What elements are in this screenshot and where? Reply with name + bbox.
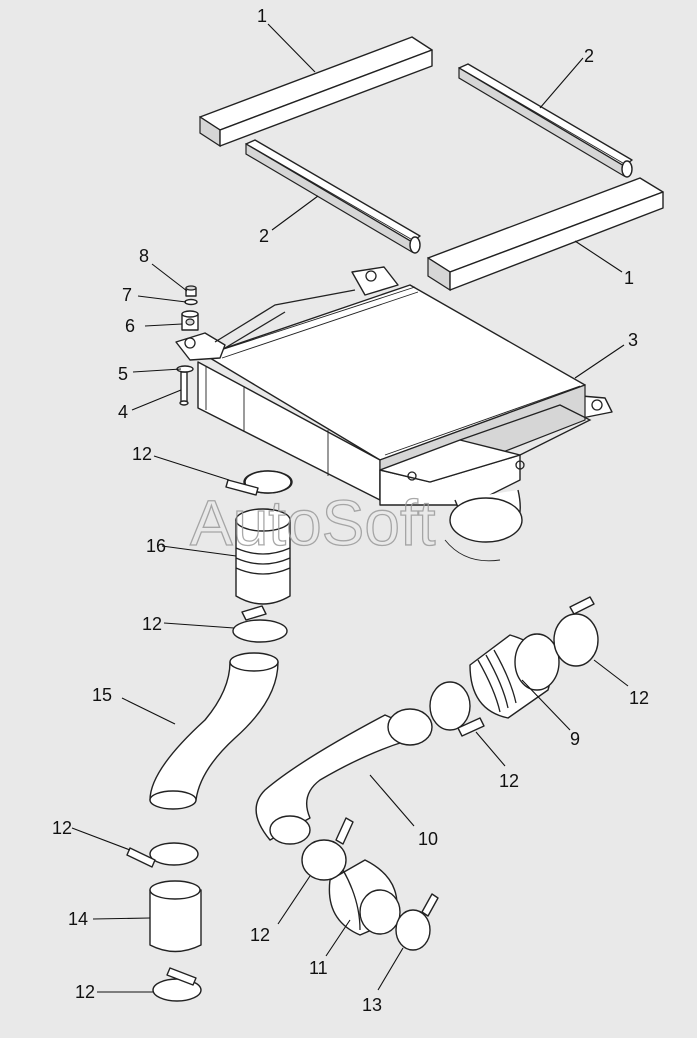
callout-12-c: 12 [52, 818, 72, 838]
callout-14: 14 [68, 909, 88, 929]
hose-clamp [301, 817, 354, 881]
hose-clamp [429, 681, 485, 737]
callout-12-d: 12 [75, 982, 95, 1002]
callout-16: 16 [146, 536, 166, 556]
hose-clamp [553, 596, 599, 667]
foam-pad-lower [427, 177, 664, 292]
foam-pad-upper [199, 36, 433, 148]
callout-12-g: 12 [629, 688, 649, 708]
sleeve-14 [149, 880, 202, 953]
washer-7 [184, 298, 198, 306]
pipe-15 [149, 652, 279, 810]
seal-strip-right [458, 63, 633, 178]
callout-12-f: 12 [499, 771, 519, 791]
hose-clamp [152, 967, 202, 1002]
callout-5: 5 [118, 364, 128, 384]
callout-12-b: 12 [142, 614, 162, 634]
hose-clamp [225, 470, 292, 496]
callout-7: 7 [122, 285, 132, 305]
hose-clamp-13 [395, 893, 439, 951]
callout-12-a: 12 [132, 444, 152, 464]
callout-4: 4 [118, 402, 128, 422]
bolt-4 [179, 371, 189, 406]
intercooler-core [175, 266, 613, 562]
hose-clamp [232, 605, 288, 643]
callout-10: 10 [418, 829, 438, 849]
callout-11: 11 [309, 958, 328, 978]
leader-lines [71, 23, 629, 993]
bellows-9 [469, 633, 560, 719]
seal-strip-left [245, 139, 421, 254]
callout-6: 6 [125, 316, 135, 336]
callout-13: 13 [362, 995, 382, 1015]
callout-15: 15 [92, 685, 112, 705]
callout-2-left: 2 [259, 226, 269, 246]
callout-1-lower: 1 [624, 268, 634, 288]
callout-12-e: 12 [250, 925, 270, 945]
callout-1-upper: 1 [257, 6, 267, 26]
callout-8: 8 [139, 246, 149, 266]
bushing-6 [181, 310, 199, 331]
watermark-text: AutoSoft [190, 487, 436, 559]
hose-clamp [126, 842, 199, 868]
callout-2-right: 2 [584, 46, 594, 66]
callout-3: 3 [628, 330, 638, 350]
coupling-11 [328, 859, 401, 936]
pipe-10 [255, 708, 433, 845]
callout-9: 9 [570, 729, 580, 749]
nut-8 [185, 285, 197, 297]
